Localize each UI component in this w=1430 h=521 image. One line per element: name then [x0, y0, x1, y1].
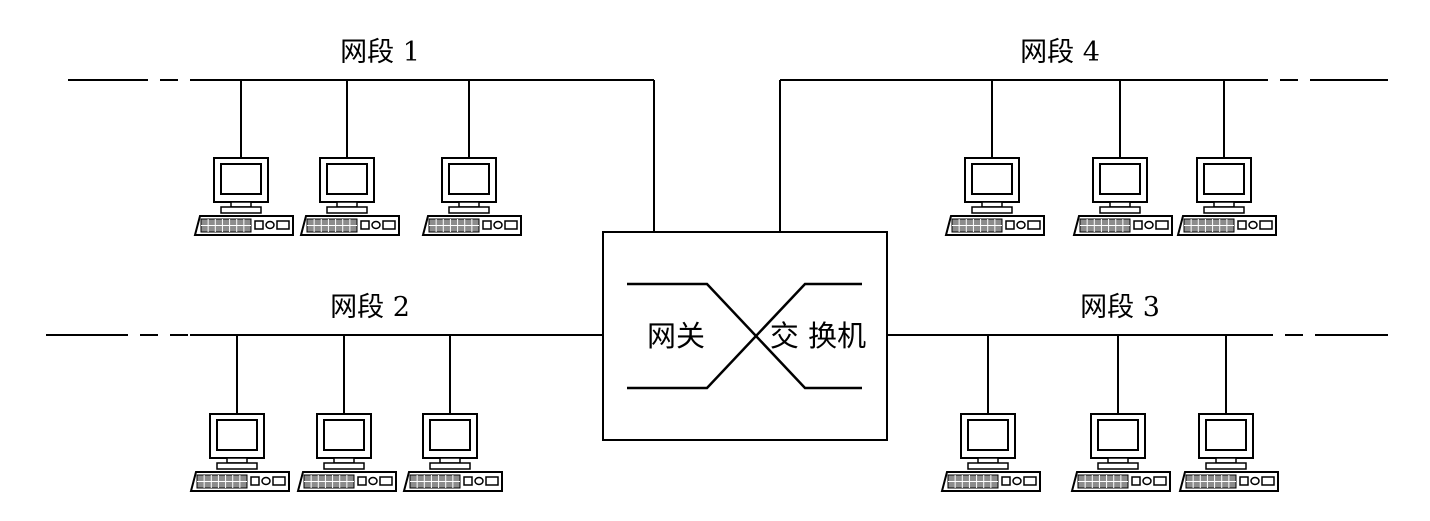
keyboard-key-square [1001, 476, 1011, 486]
desktop-computer-icon [296, 413, 397, 492]
keyboard-key-square [1131, 476, 1141, 486]
keyboard-key-square [463, 476, 473, 486]
monitor-screen [1205, 419, 1247, 451]
keyboard-key-wide [504, 220, 518, 230]
monitor-stand [967, 462, 1009, 470]
segment-1-label: 网段 1 [340, 37, 420, 68]
monitor-screen [220, 163, 262, 195]
monitor-screen [323, 419, 365, 451]
keyboard-key-wide [382, 220, 396, 230]
segment-2-label: 网段 2 [330, 292, 410, 323]
monitor-screen [1097, 419, 1139, 451]
monitor-stand [1205, 462, 1247, 470]
monitor-screen [967, 419, 1009, 451]
segment-4-label: 网段 4 [1020, 37, 1100, 68]
keyboard-key-wide [485, 476, 499, 486]
segment-4: 网段 4 [779, 37, 1388, 236]
keyboard-key-wide [1153, 476, 1167, 486]
segment-1: 网段 1 [68, 37, 655, 236]
keyboard-key-round [368, 476, 378, 486]
device-label-gateway: 网关 [647, 319, 705, 353]
keyboard-key-wide [1259, 220, 1273, 230]
keyboard-key-square [360, 220, 370, 230]
monitor-stand [220, 206, 262, 214]
monitor-screen [448, 163, 490, 195]
monitor-stand [326, 206, 368, 214]
desktop-computer-icon [193, 157, 294, 236]
keyboard-key-round [1012, 476, 1022, 486]
keyboard-key-wide [276, 220, 290, 230]
segment-3-label: 网段 3 [1080, 292, 1160, 323]
monitor-screen [1099, 163, 1141, 195]
desktop-computer-icon [1070, 413, 1171, 492]
keyboard-key-round [1016, 220, 1026, 230]
desktop-computer-icon [1176, 157, 1277, 236]
keyboard-key-wide [1261, 476, 1275, 486]
desktop-computer-icon [940, 413, 1041, 492]
keyboard-key-round [1142, 476, 1152, 486]
keyboard-key-wide [1023, 476, 1037, 486]
segment-2: 网段 2 [46, 292, 603, 492]
keyboard-key-round [265, 220, 275, 230]
desktop-computer-icon [189, 413, 290, 492]
monitor-screen [326, 163, 368, 195]
device-label-switch: 交 换机 [770, 319, 866, 353]
keyboard-key-square [250, 476, 260, 486]
keyboard-key-square [482, 220, 492, 230]
monitor-stand [216, 462, 258, 470]
monitor-stand [448, 206, 490, 214]
gateway-switch-device: 网关 交 换机 [602, 231, 888, 441]
keyboard-key-square [254, 220, 264, 230]
keyboard-key-wide [272, 476, 286, 486]
monitor-stand [1099, 206, 1141, 214]
keyboard-key-square [1239, 476, 1249, 486]
desktop-computer-icon [299, 157, 400, 236]
keyboard-key-square [357, 476, 367, 486]
desktop-computer-icon [421, 157, 522, 236]
monitor-screen [216, 419, 258, 451]
keyboard-key-wide [379, 476, 393, 486]
keyboard-key-round [493, 220, 503, 230]
keyboard-key-round [371, 220, 381, 230]
desktop-computer-icon [1178, 413, 1279, 492]
desktop-computer-icon [402, 413, 503, 492]
monitor-screen [1203, 163, 1245, 195]
monitor-stand [1097, 462, 1139, 470]
monitor-stand [429, 462, 471, 470]
keyboard-key-wide [1027, 220, 1041, 230]
monitor-stand [1203, 206, 1245, 214]
monitor-screen [429, 419, 471, 451]
keyboard-key-round [1144, 220, 1154, 230]
keyboard-key-square [1133, 220, 1143, 230]
keyboard-key-round [261, 476, 271, 486]
desktop-computer-icon [944, 157, 1045, 236]
monitor-screen [971, 163, 1013, 195]
segment-3: 网段 3 [887, 292, 1388, 492]
keyboard-key-square [1005, 220, 1015, 230]
desktop-computer-icon [1072, 157, 1173, 236]
keyboard-key-round [1250, 476, 1260, 486]
monitor-stand [971, 206, 1013, 214]
crossover-line-2 [627, 282, 862, 390]
device-box [602, 231, 888, 441]
keyboard-key-square [1237, 220, 1247, 230]
monitor-stand [323, 462, 365, 470]
keyboard-key-round [1248, 220, 1258, 230]
keyboard-key-round [474, 476, 484, 486]
keyboard-key-wide [1155, 220, 1169, 230]
